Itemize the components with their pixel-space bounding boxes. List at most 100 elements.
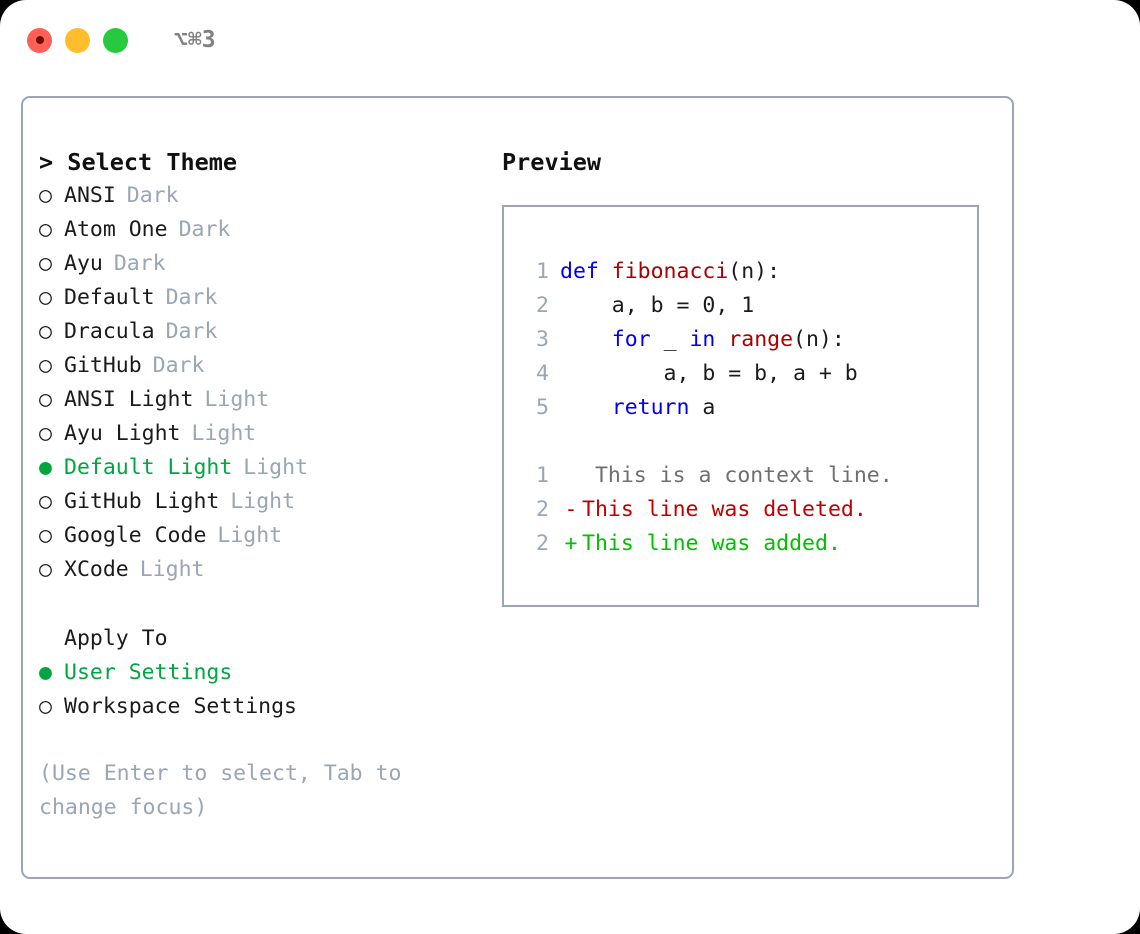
code-token-plain <box>560 395 612 420</box>
code-token-plain: a, b = b, a + b <box>560 361 858 386</box>
theme-category-label: Light <box>230 489 296 514</box>
theme-name: GitHub Light <box>64 489 220 514</box>
code-token-keyword: def <box>560 259 612 284</box>
code-token-keyword: return <box>611 395 690 420</box>
theme-list-item[interactable]: ○ ANSI Dark <box>39 179 489 213</box>
line-number: 3 <box>536 327 549 352</box>
radio-selected-icon: ● <box>39 455 52 480</box>
minimize-button[interactable] <box>65 27 90 53</box>
diff-sign: + <box>564 531 578 556</box>
theme-name: Dracula <box>64 319 155 344</box>
close-button[interactable] <box>27 27 52 53</box>
preview-title: Preview <box>502 148 602 176</box>
theme-name: Atom One <box>64 217 168 242</box>
apply-to-list[interactable]: ● User Settings ○ Workspace Settings <box>39 656 489 724</box>
line-number: 1 <box>536 463 549 488</box>
page-title: > Select Theme <box>39 148 238 176</box>
diff-text: This line was added. <box>582 531 841 556</box>
apply-to-title: Apply To <box>64 626 168 651</box>
radio-unselected-icon: ○ <box>39 523 52 548</box>
radio-unselected-icon: ○ <box>39 694 52 719</box>
theme-list-item[interactable]: ○ Atom One Dark <box>39 213 489 247</box>
theme-name: Google Code <box>64 523 207 548</box>
code-line: 1 def fibonacci(n): <box>504 255 977 289</box>
close-icon <box>35 36 44 44</box>
theme-name: Default Light <box>64 455 233 480</box>
line-number: 5 <box>536 395 549 420</box>
code-token-function: range <box>728 327 794 352</box>
code-token-plain: (n): <box>793 327 845 352</box>
theme-list-item[interactable]: ○ XCode Light <box>39 553 489 587</box>
code-token-plain: (n): <box>728 259 781 284</box>
radio-unselected-icon: ○ <box>39 421 52 446</box>
theme-list-item[interactable]: ● Default Light Light <box>39 451 489 485</box>
diff-line-deleted: 2-This line was deleted. <box>504 493 977 527</box>
code-line: 3 for _ in range(n): <box>504 323 977 357</box>
code-token-plain: a, b = 0, 1 <box>560 293 755 318</box>
line-number: 2 <box>536 497 549 522</box>
radio-unselected-icon: ○ <box>39 217 52 242</box>
radio-unselected-icon: ○ <box>39 251 52 276</box>
theme-category-label: Dark <box>152 353 205 378</box>
radio-unselected-icon: ○ <box>39 353 52 378</box>
theme-name: ANSI Light <box>64 387 194 412</box>
theme-list-item[interactable]: ○ GitHub Light Light <box>39 485 489 519</box>
code-token-plain <box>715 327 728 352</box>
code-token-keyword: for <box>611 327 651 352</box>
code-text: a, b = 0, 1 <box>560 289 754 323</box>
theme-category-label: Light <box>191 421 257 446</box>
theme-category-label: Dark <box>165 319 218 344</box>
code-token-plain: _ <box>650 327 690 352</box>
radio-unselected-icon: ○ <box>39 557 52 582</box>
apply-to-item[interactable]: ○ Workspace Settings <box>39 690 489 724</box>
diff-text: This line was deleted. <box>582 497 867 522</box>
apply-to-label: User Settings <box>64 660 233 685</box>
theme-category-label: Dark <box>126 183 179 208</box>
apply-to-label: Workspace Settings <box>64 694 297 719</box>
diff-text: This is a context line. <box>582 463 893 488</box>
diff-line-context: 1 This is a context line. <box>504 459 977 493</box>
theme-name: ANSI <box>64 183 116 208</box>
code-token-keyword: in <box>689 327 716 352</box>
code-text: def fibonacci(n): <box>560 255 780 289</box>
theme-name: XCode <box>64 557 129 582</box>
line-number: 2 <box>536 293 549 318</box>
maximize-button[interactable] <box>103 27 128 53</box>
theme-list-item[interactable]: ○ ANSI Light Light <box>39 383 489 417</box>
radio-unselected-icon: ○ <box>39 387 52 412</box>
radio-unselected-icon: ○ <box>39 489 52 514</box>
theme-category-label: Light <box>243 455 309 480</box>
theme-name: Ayu <box>64 251 103 276</box>
title-bar: ⌥⌘3 <box>0 0 1140 80</box>
line-number: 2 <box>536 531 549 556</box>
theme-category-label: Light <box>204 387 270 412</box>
code-line: 5 return a <box>504 391 977 425</box>
code-text: for _ in range(n): <box>560 323 845 357</box>
code-token-function: fibonacci <box>611 259 729 284</box>
code-line: 2 a, b = 0, 1 <box>504 289 977 323</box>
radio-unselected-icon: ○ <box>39 183 52 208</box>
theme-category-label: Light <box>139 557 205 582</box>
radio-selected-icon: ● <box>39 660 52 685</box>
theme-category-label: Dark <box>178 217 231 242</box>
diff-sample: 1 This is a context line.2-This line was… <box>504 459 977 561</box>
diff-sign: - <box>564 497 578 522</box>
code-text: a, b = b, a + b <box>560 357 858 391</box>
line-number: 1 <box>536 259 549 284</box>
apply-to-item[interactable]: ● User Settings <box>39 656 489 690</box>
window-controls <box>27 27 128 53</box>
code-line: 4 a, b = b, a + b <box>504 357 977 391</box>
